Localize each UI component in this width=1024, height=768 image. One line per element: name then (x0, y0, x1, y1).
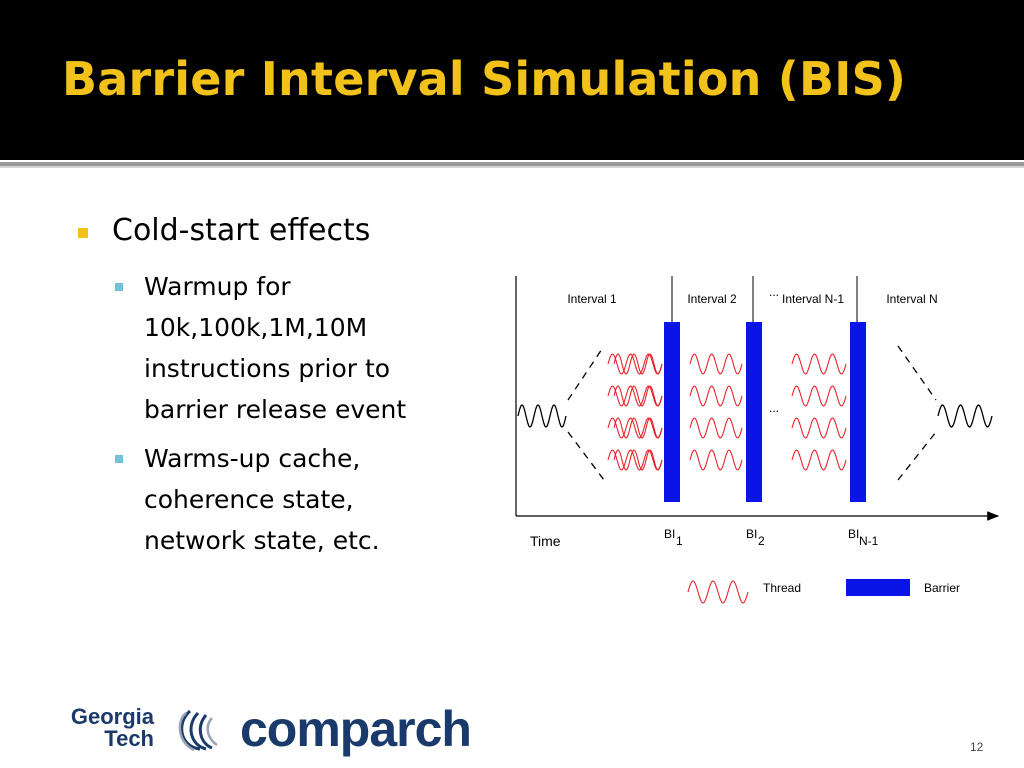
sub-bullet-square-icon (115, 283, 123, 291)
title-divider-light (0, 166, 1024, 168)
thread-wave (607, 353, 663, 375)
barrier-label-n-1: BI N-1 (848, 527, 879, 548)
thread-wave (517, 404, 567, 428)
svg-text:BI: BI (664, 527, 675, 541)
thread-wave (607, 385, 663, 407)
title-divider (0, 162, 1024, 166)
comparch-logo: comparch (240, 701, 472, 757)
interval-label-n: Interval N (886, 292, 937, 306)
time-label: Time (530, 533, 561, 549)
thread-wave (607, 449, 663, 471)
slide-number: 12 (970, 740, 984, 754)
thread-wave (607, 417, 663, 439)
legend-thread-wave (687, 580, 749, 604)
thread-wave (613, 353, 663, 375)
barrier-label-2: BI 2 (746, 527, 765, 548)
svg-text:1: 1 (676, 534, 683, 548)
interval-label-1: Interval 1 (567, 292, 617, 306)
ellipsis-top: ... (769, 285, 779, 299)
thread-wave (613, 449, 663, 471)
thread-waves (517, 353, 993, 471)
thread-wave (791, 449, 847, 471)
legend-thread-label: Thread (763, 581, 801, 595)
thread-wave (689, 385, 743, 407)
thread-wave (689, 417, 743, 439)
bullet-text: Cold-start effects (112, 213, 371, 248)
barrier-label-1: BI 1 (664, 527, 683, 548)
legend-barrier-label: Barrier (924, 581, 960, 595)
ellipsis-middle: ... (769, 401, 779, 415)
thread-wave (937, 404, 993, 428)
barrier-1 (664, 322, 680, 502)
interval-label-n-1: Interval N-1 (782, 292, 844, 306)
interval-label-2: Interval 2 (687, 292, 737, 306)
svg-text:2: 2 (758, 534, 765, 548)
fork-join-lines (567, 345, 937, 481)
thread-wave (689, 353, 743, 375)
slide-title: Barrier Interval Simulation (BIS) (62, 52, 907, 106)
barrier-n-1 (850, 322, 866, 502)
thread-wave (613, 417, 663, 439)
bullet-square-icon (78, 228, 88, 238)
thread-wave (791, 385, 847, 407)
sub-bullet-text: Warms-up cache, coherence state, network… (144, 444, 380, 555)
legend-barrier-swatch (846, 579, 910, 596)
thread-wave (689, 449, 743, 471)
georgia-tech-logo: Georgia Tech (70, 704, 154, 751)
thread-wave (613, 385, 663, 407)
thread-wave (791, 417, 847, 439)
svg-text:BI: BI (746, 527, 757, 541)
barrier-2 (746, 322, 762, 502)
title-bar (0, 0, 1024, 160)
svg-text:BI: BI (848, 527, 859, 541)
sub-bullet-square-icon (115, 455, 123, 463)
thread-wave (791, 353, 847, 375)
svg-text:N-1: N-1 (859, 534, 879, 548)
thread-wave (687, 580, 749, 604)
sub-bullet-text: Warmup for 10k,100k,1M,10M instructions … (144, 272, 407, 424)
comparch-swirl-icon (178, 709, 218, 752)
